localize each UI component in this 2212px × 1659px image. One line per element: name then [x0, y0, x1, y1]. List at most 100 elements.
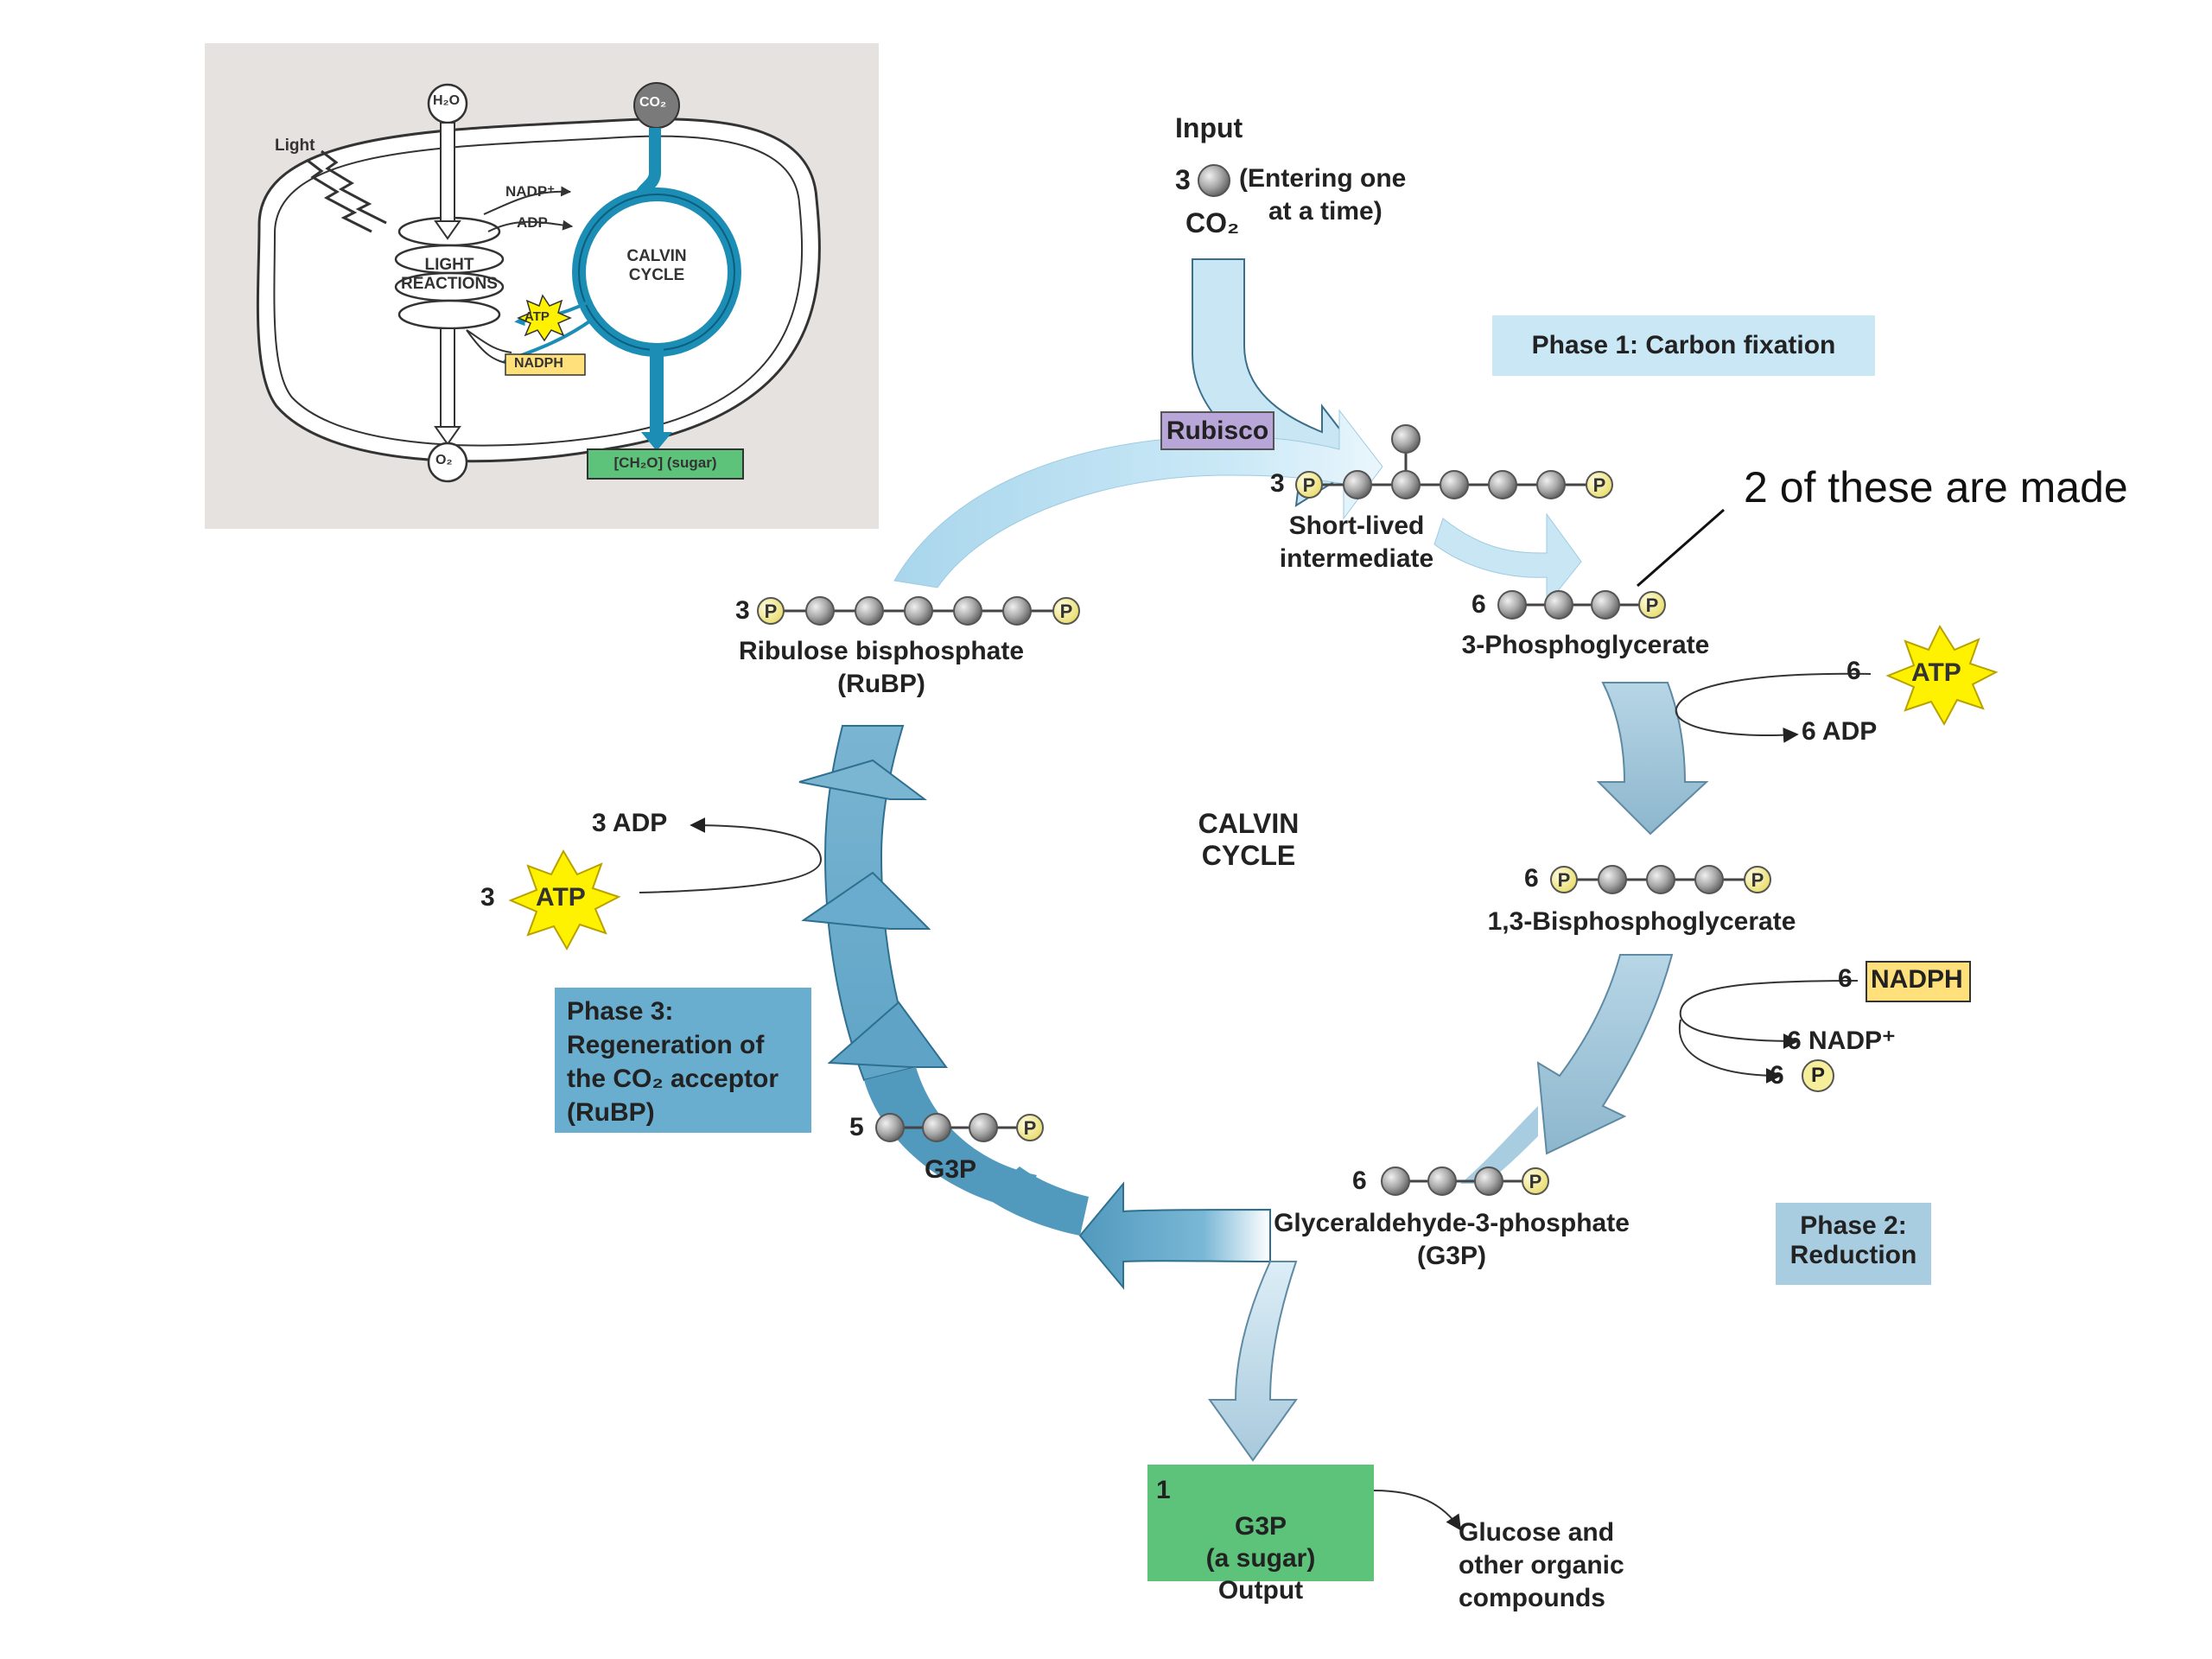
intermediate-arrow — [1433, 512, 1582, 607]
nadph-box — [1866, 961, 1971, 1002]
carbon-atom-icon — [1440, 470, 1469, 499]
g3p5-chain: P — [875, 1113, 1044, 1142]
carbon-atom-icon — [969, 1113, 998, 1142]
output-count: 1 — [1156, 1476, 1171, 1504]
phosphate-icon — [757, 597, 785, 625]
phosphate-letter: P — [1593, 474, 1606, 496]
carbon-atom-icon — [953, 596, 982, 626]
carbon-atom-icon — [1381, 1166, 1410, 1196]
inset-atp-label: ATP — [524, 309, 550, 324]
rubp-count: 3 — [735, 596, 750, 625]
nadp6-label: 6 NADP⁺ — [1787, 1027, 1896, 1055]
phosphate-icon — [1295, 471, 1323, 499]
carbon-atom-icon — [904, 596, 933, 626]
inset-co2-label: CO₂ — [639, 95, 667, 110]
carbon-atom-icon — [1391, 470, 1421, 499]
phase3-line-3: the CO₂ acceptor — [567, 1065, 779, 1093]
phosphate-letter: P — [1024, 1117, 1037, 1139]
bpg-count: 6 — [1524, 864, 1539, 893]
phosphate-letter: P — [1558, 869, 1571, 891]
inset-nadph-box — [505, 353, 586, 376]
nadph-label: NADPH — [1871, 965, 1963, 994]
regeneration-arrowhead — [801, 871, 931, 930]
carbon-atom-icon — [1488, 470, 1517, 499]
phosphate-icon — [1638, 591, 1666, 619]
g3p6-label: Glyceraldehyde-3-phosphate(G3P) — [1274, 1209, 1630, 1270]
phosphate-icon — [1052, 597, 1080, 625]
atp3-label: ATP — [536, 883, 586, 912]
carbon-atom-icon — [875, 1113, 905, 1142]
phase3-line-1: Phase 3: — [567, 997, 674, 1026]
rubisco-box: Rubisco — [1160, 411, 1274, 450]
chloroplast-inner-membrane — [273, 135, 804, 447]
phase2-box: Phase 2: Reduction — [1776, 1203, 1931, 1285]
regeneration-arrowhead — [798, 759, 927, 800]
output-box — [1147, 1465, 1374, 1581]
g3p5-count: 5 — [849, 1113, 864, 1141]
phase3-line-2: Regeneration of — [567, 1031, 765, 1059]
light-zigzag-icon — [321, 149, 387, 225]
annotation-label: 2 of these are made — [1744, 463, 2128, 512]
inset-atp-star-icon — [517, 294, 572, 342]
adp6-label: 6 ADP — [1802, 717, 1878, 746]
o2-arrow — [440, 327, 455, 431]
pga-count: 6 — [1471, 590, 1486, 619]
phase2-line-2: Reduction — [1789, 1241, 1917, 1269]
output-arrow — [1208, 1261, 1298, 1462]
carbon-atom-icon — [1591, 590, 1620, 620]
input-title: Input — [1175, 112, 1243, 143]
phosphate-letter: P — [765, 601, 778, 622]
carbon-atom-icon — [1002, 596, 1032, 626]
atp-star-icon — [1885, 624, 1999, 727]
g3p6-count: 6 — [1352, 1166, 1367, 1195]
phosphate-letter: P — [1751, 869, 1764, 891]
co2-ball-icon — [1198, 164, 1230, 197]
phosphate-letter: P — [1060, 601, 1073, 622]
pi-phosphate-icon: P — [1802, 1059, 1834, 1092]
carbon-atom-icon — [1694, 865, 1724, 894]
inset-nadp-label: NADP⁺ — [505, 183, 556, 200]
phosphate-letter: P — [1303, 474, 1316, 496]
bottom-cycle-arrow — [1078, 1181, 1271, 1290]
phosphate-icon — [1522, 1167, 1549, 1195]
atp-star-icon — [508, 849, 621, 951]
regeneration-arrowhead — [827, 1001, 948, 1068]
phosphate-icon — [1744, 866, 1771, 893]
bpg-label: 1,3-Bisphosphoglycerate — [1487, 907, 1796, 936]
input-note-1: (Entering one — [1239, 164, 1407, 193]
carbon-atom-icon — [1391, 424, 1421, 454]
input-count: 3 — [1175, 164, 1191, 195]
input-co2-label: CO₂ — [1185, 207, 1240, 238]
carbon-atom-icon — [1343, 470, 1372, 499]
carbon-atom-icon — [1536, 470, 1566, 499]
phase1-box: Phase 1: Carbon fixation — [1492, 315, 1875, 376]
carbon-atom-icon — [1598, 865, 1627, 894]
inset-o2-label: O₂ — [435, 453, 453, 467]
nadph6-count: 6 — [1838, 964, 1853, 993]
inset-nadph-label: NADPH — [514, 356, 563, 371]
reduction-arrow-2 — [1536, 954, 1674, 1155]
carbon-atom-icon — [1544, 590, 1573, 620]
phase3-line-4: (RuBP) — [567, 1098, 655, 1127]
molecule-chains: PPPPPPPPPP — [757, 424, 1771, 1505]
inset-h2o-label: H₂O — [433, 93, 461, 108]
phosphate-letter: P — [1529, 1171, 1542, 1192]
phase3-box: Phase 3: Regeneration of the CO₂ accepto… — [555, 988, 811, 1133]
g3p5-label: G3P — [924, 1155, 977, 1184]
g3p6-chain: P — [1381, 1166, 1549, 1196]
output-label: G3P(a sugar)Output — [1205, 1512, 1316, 1605]
carbon-atom-icon — [855, 596, 884, 626]
phosphate-letter: P — [1646, 594, 1659, 616]
phosphate-icon — [1550, 866, 1578, 893]
adp3-label: 3 ADP — [592, 809, 668, 837]
light-zigzag-icon — [306, 158, 372, 233]
top-cycle-arrow — [893, 409, 1383, 588]
carbon-atom-icon — [1474, 1166, 1503, 1196]
